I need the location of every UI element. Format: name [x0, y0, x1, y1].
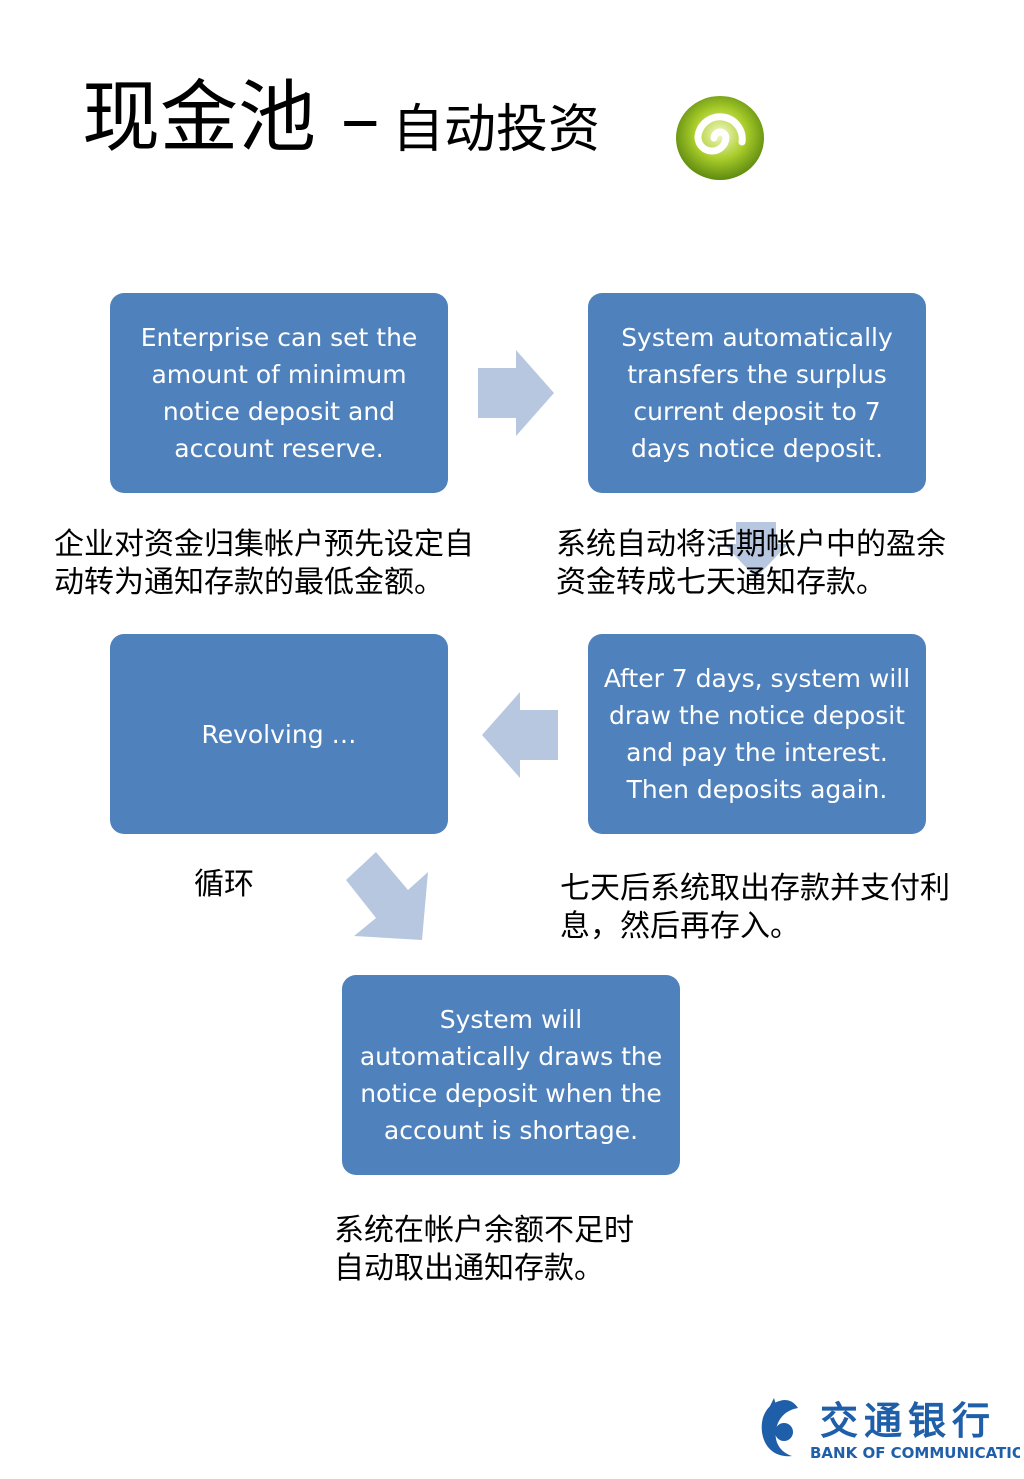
step-note-draw-and-redeposit: 七天后系统取出存款并支付利 息，然后再存入。 [560, 870, 950, 946]
note-line: 企业对资金归集帐户预先设定自 [54, 527, 474, 562]
step-box-set-minimum: Enterprise can set the amount of minimum… [110, 293, 448, 493]
step-note-set-minimum: 企业对资金归集帐户预先设定自 动转为通知存款的最低金额。 [54, 526, 474, 602]
bank-name-chinese: 交通银行 [820, 1398, 996, 1443]
note-line: 七天后系统取出存款并支付利 [560, 871, 950, 906]
step-box-auto-draw-on-shortage: System will automatically draws the noti… [342, 975, 680, 1175]
note-line: 自动取出通知存款。 [334, 1251, 604, 1286]
note-line: 系统自动将活期帐户中的盈余 [556, 527, 946, 562]
note-line: 息，然后再存入。 [560, 909, 800, 944]
note-line: 动转为通知存款的最低金额。 [54, 565, 444, 600]
note-line: 资金转成七天通知存款。 [556, 565, 886, 600]
arrow-right-icon [478, 350, 554, 436]
arrow-down-right-icon [346, 852, 428, 940]
step-note-auto-draw: 系统在帐户余额不足时 自动取出通知存款。 [334, 1212, 634, 1288]
step-box-draw-and-redeposit: After 7 days, system will draw the notic… [588, 634, 926, 834]
note-line: 循环 [194, 867, 254, 902]
bank-of-communications-logo: 交通银行 BANK OF COMMUNICATIONS [761, 1398, 1020, 1462]
arrow-down-icon [724, 522, 788, 578]
step-box-auto-transfer: System automatically transfers the surpl… [588, 293, 926, 493]
arrow-left-icon [482, 692, 558, 778]
step-note-revolving: 循环 [194, 866, 254, 904]
bank-logo-mark-icon [761, 1398, 798, 1457]
bank-name-english: BANK OF COMMUNICATIONS [810, 1444, 1020, 1462]
page-subtitle: 自动投资 [392, 100, 601, 160]
note-line: 系统在帐户余额不足时 [334, 1213, 634, 1248]
page-title: 现金池 – [82, 73, 380, 163]
green-swirl-icon [676, 96, 764, 180]
step-note-auto-transfer: 系统自动将活期帐户中的盈余 资金转成七天通知存款。 [556, 526, 946, 602]
step-box-revolving: Revolving … [110, 634, 448, 834]
